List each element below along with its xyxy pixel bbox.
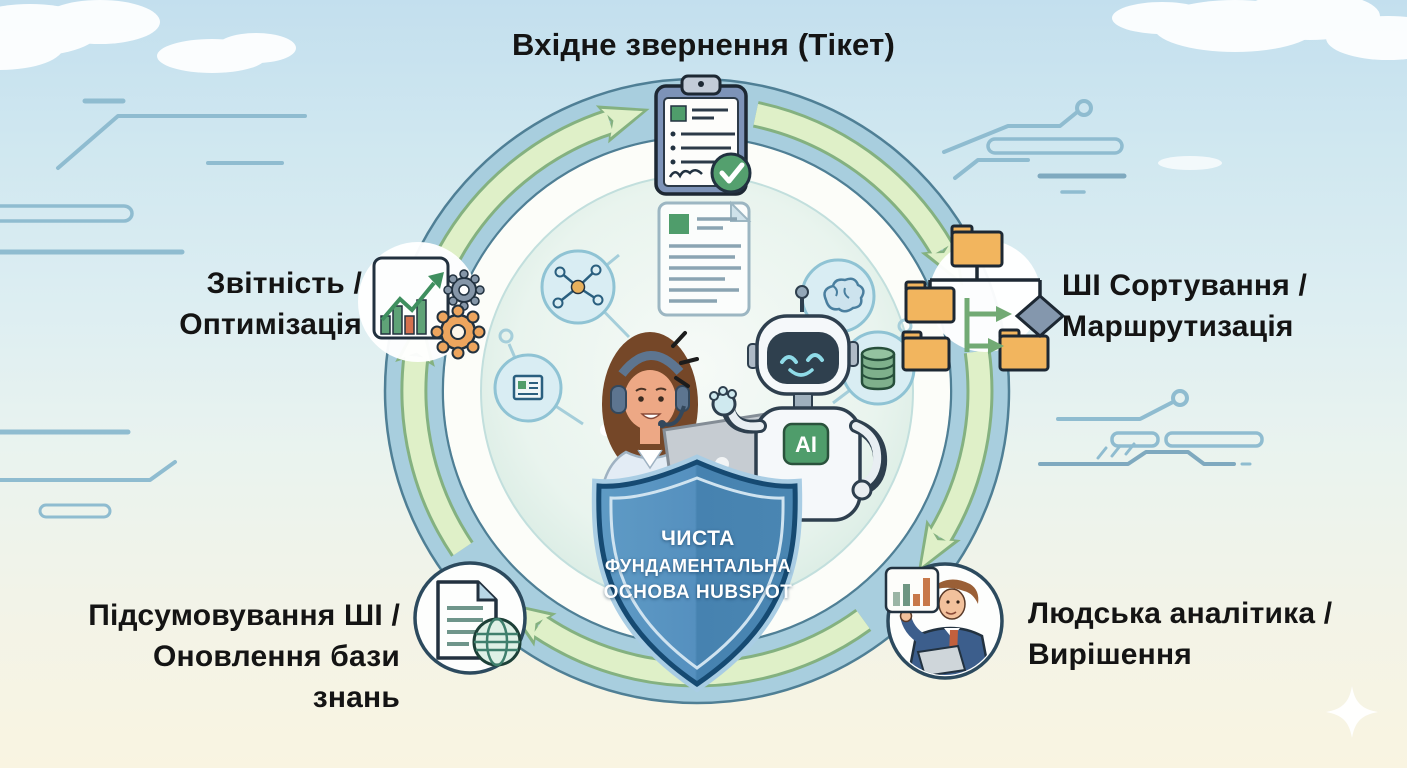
clipboard-check-icon [654,74,752,196]
speech-marks [671,331,699,388]
robot-ai-badge: AI [795,432,817,457]
stage-label-line: Людська аналітика / [1028,597,1333,630]
stage-label-line: Маршрутизація [1062,309,1294,343]
stage-label-line: Вирішення [1028,637,1193,671]
brain-node-icon [800,258,876,334]
gear-gray-icon [443,269,485,311]
flow-arrow-left-to-top [437,105,650,261]
flow-arrow-bottom-left-to-left [395,314,474,557]
document-node-icon [493,353,563,423]
document-card-icon [657,200,752,317]
shield-caption-line: ФУНДАМЕНТАЛЬНА [604,556,792,576]
stage-label-ai-sorting-routing: ШІ Сортування / Маршрутизація [1062,266,1307,348]
document-globe-icon [413,561,527,675]
flow-arrow-right-to-bottom-right [917,349,994,573]
sparkle-icon [1326,686,1378,738]
circuit-traces [0,98,1264,519]
stage-label-ai-summary-kb: Підсумовування ШІ / Оновлення бази знань [88,596,400,718]
stage-label-line: знань [312,680,400,714]
cloud-decor [0,0,1407,170]
shield-caption-line: ЧИСТА [661,527,735,550]
stage-label-line: Вхідне звернення (Тікет) [512,27,895,62]
stage-label-incoming-ticket: Вхідне звернення (Тікет) [512,24,895,66]
stage-label-line: Підсумовування ШІ / [88,599,400,632]
stage-label-line: Оптимізація [179,307,362,341]
shield-icon [591,454,803,693]
shield-caption-line: ОСНОВА HUBSPOT [603,582,793,603]
analyst-person-icon [884,562,1004,680]
molecule-node-icon [540,249,616,325]
stage-label-line: Звітність / [206,267,362,300]
stage-label-human-analysis: Людська аналітика / Вирішення [1028,594,1332,676]
shield-caption: ЧИСТА ФУНДАМЕНТАЛЬНА ОСНОВА HUBSPOT [592,527,804,604]
gear-orange-icon [430,304,486,360]
chart-gears-icon [358,242,486,362]
stage-label-reporting-optimization: Звітність / Оптимізація [179,264,362,346]
ai-robot-illustration: AI [709,285,888,522]
flow-arrow-top-to-right [752,101,964,286]
stage-label-line: ШІ Сортування / [1062,269,1308,302]
folder-routing-icon [901,224,1066,372]
stage-label-line: Оновлення бази [153,639,400,673]
